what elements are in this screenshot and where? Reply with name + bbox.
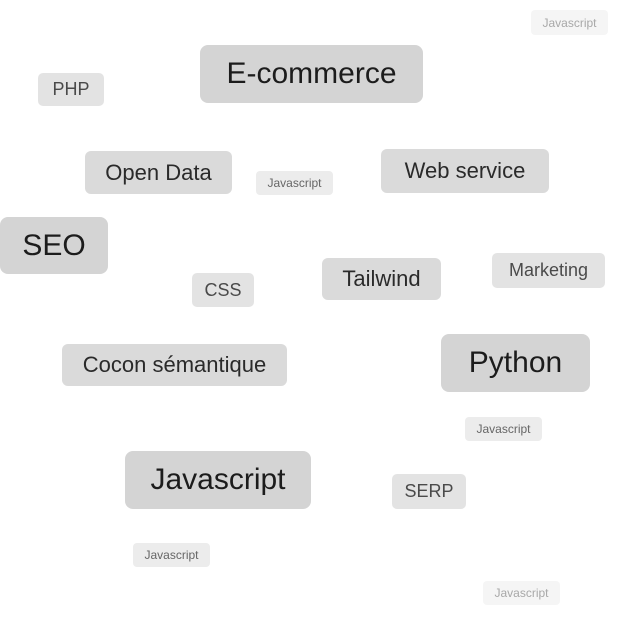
tag-python[interactable]: Python: [441, 334, 590, 392]
tag-tailwind[interactable]: Tailwind: [322, 258, 441, 300]
tag-javascript[interactable]: Javascript: [483, 581, 560, 605]
tag-php[interactable]: PHP: [38, 73, 104, 106]
tag-marketing[interactable]: Marketing: [492, 253, 605, 288]
tag-javascript[interactable]: Javascript: [133, 543, 210, 567]
tag-javascript[interactable]: Javascript: [256, 171, 333, 195]
tag-css[interactable]: CSS: [192, 273, 254, 307]
tag-seo[interactable]: SEO: [0, 217, 108, 274]
tag-web-service[interactable]: Web service: [381, 149, 549, 193]
tag-e-commerce[interactable]: E-commerce: [200, 45, 423, 103]
tag-cocon-semantique[interactable]: Cocon sémantique: [62, 344, 287, 386]
tag-javascript[interactable]: Javascript: [465, 417, 542, 441]
tag-serp[interactable]: SERP: [392, 474, 466, 509]
tag-javascript[interactable]: Javascript: [125, 451, 311, 509]
tag-open-data[interactable]: Open Data: [85, 151, 232, 194]
tag-javascript[interactable]: Javascript: [531, 10, 608, 35]
